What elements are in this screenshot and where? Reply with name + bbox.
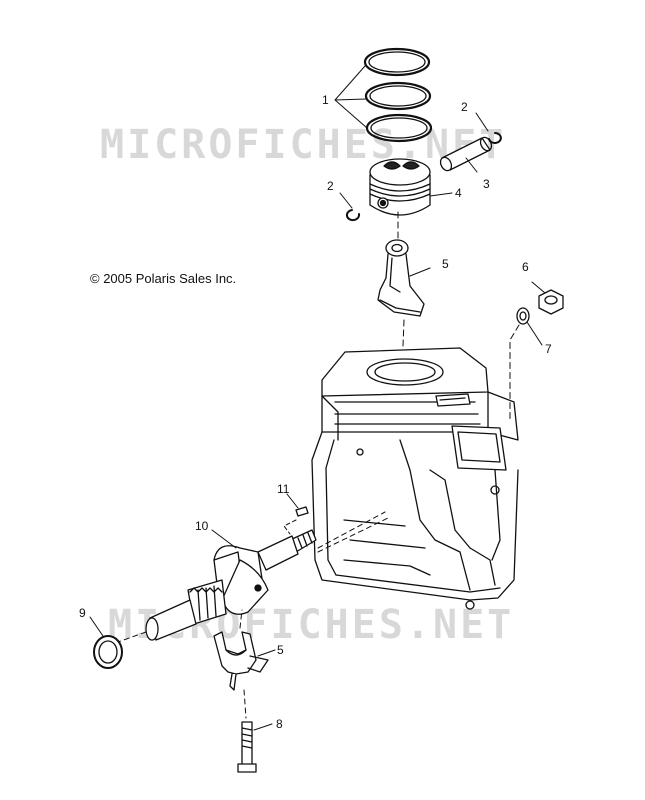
crankcase-block — [311, 347, 519, 610]
copyright-notice: © 2005 Polaris Sales Inc. — [90, 271, 237, 286]
callout-6: 6 — [522, 260, 529, 274]
callout-2-lower: 2 — [327, 179, 334, 193]
piston — [369, 158, 431, 216]
callout-10: 10 — [195, 519, 209, 533]
callout-5-lower: 5 — [277, 643, 284, 657]
callout-11: 11 — [277, 482, 290, 496]
nut-and-washer — [516, 289, 564, 325]
watermark-top: MICROFICHES.NET — [100, 122, 507, 168]
callout-8: 8 — [276, 717, 283, 731]
connecting-rod-top — [377, 239, 425, 317]
rod-bolt — [237, 721, 257, 773]
crankshaft — [145, 529, 317, 641]
callout-9: 9 — [79, 606, 86, 620]
callout-3: 3 — [483, 177, 490, 191]
callout-2-upper: 2 — [461, 100, 468, 114]
oil-seal — [93, 635, 123, 669]
callout-1: 1 — [322, 93, 329, 107]
circlip-right — [488, 132, 502, 144]
connecting-rod-cap — [213, 631, 269, 691]
piston-rings — [363, 47, 433, 143]
woodruff-key — [295, 506, 309, 517]
circlip-left — [346, 209, 361, 221]
callout-7: 7 — [545, 342, 552, 356]
callout-5-upper: 5 — [442, 257, 449, 271]
piston-pin — [439, 136, 493, 172]
callout-4: 4 — [455, 186, 462, 200]
